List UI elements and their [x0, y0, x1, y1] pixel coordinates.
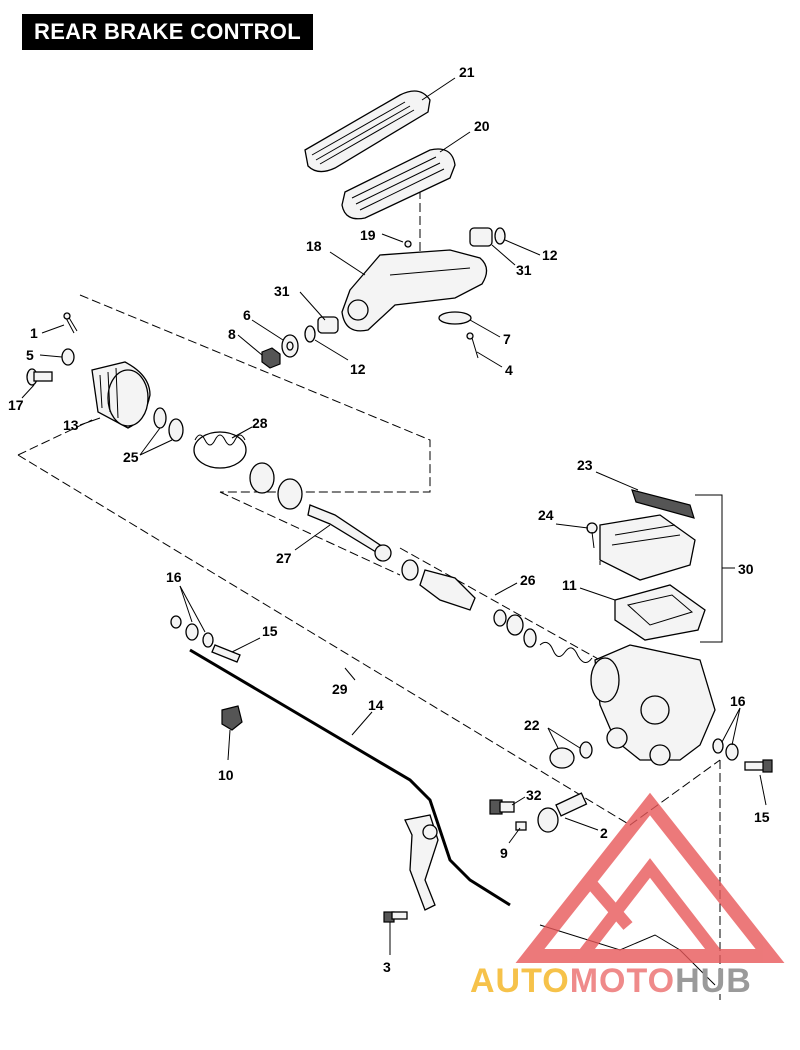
callout-25: 25	[123, 449, 139, 465]
watermark-text-hub: HUB	[675, 962, 752, 1000]
callout-32: 32	[526, 787, 542, 803]
callout-12-upper: 12	[542, 247, 558, 263]
part-12-ring-lower	[304, 325, 316, 343]
part-27-pushrod-assembly	[249, 462, 392, 562]
callout-20: 20	[474, 118, 490, 134]
callout-16-right: 16	[730, 693, 746, 709]
watermark-logo	[515, 792, 785, 963]
callout-12-lower: 12	[350, 361, 366, 377]
callout-14: 14	[368, 697, 384, 713]
part-22-plug	[549, 741, 593, 769]
part-5-washer	[61, 348, 75, 366]
callout-3: 3	[383, 959, 391, 975]
part-10-line-clip	[221, 705, 243, 731]
part-3-bolt	[383, 911, 408, 923]
watermark-text-auto: AUTO	[470, 962, 570, 1000]
callout-31-upper: 31	[516, 262, 532, 278]
callout-28: 28	[252, 415, 268, 431]
part-19-grease-fitting	[404, 240, 412, 248]
part-15-banjo-bolt-right	[744, 759, 773, 773]
callout-10: 10	[218, 767, 234, 783]
part-31-bushing-upper	[469, 227, 493, 247]
callout-6: 6	[243, 307, 251, 323]
callout-15-right: 15	[754, 809, 770, 825]
part-24-cover-screw	[586, 522, 598, 549]
part-21-pedal-pad-cover	[304, 90, 431, 173]
watermark-wordmark: AUTOMOTOHUB	[470, 962, 752, 1001]
part-18-brake-pedal-arm	[341, 249, 488, 332]
callout-2: 2	[600, 825, 608, 841]
watermark-text-moto: MOTO	[569, 962, 676, 1000]
part-28-spring	[193, 431, 247, 469]
callout-8: 8	[228, 326, 236, 342]
callout-11: 11	[562, 577, 577, 593]
part-30-reservoir-cover	[599, 514, 696, 581]
part-8-nut	[261, 347, 281, 369]
callout-30: 30	[738, 561, 754, 577]
part-25-retaining-ring-b	[168, 418, 184, 442]
part-1-cotter-pin	[63, 312, 78, 334]
callout-18: 18	[306, 238, 322, 254]
callout-9: 9	[500, 845, 508, 861]
part-7-washer	[438, 311, 472, 325]
part-23-cover-label	[631, 489, 695, 519]
part-17-clevis-pin	[26, 368, 53, 386]
callout-17: 17	[8, 397, 24, 413]
part-20-pedal-pad	[341, 148, 456, 220]
callout-22: 22	[524, 717, 540, 733]
callout-5: 5	[26, 347, 34, 363]
callout-29: 29	[332, 681, 348, 697]
part-16-washers-left	[170, 615, 214, 648]
part-11-cover-gasket	[614, 584, 706, 641]
callout-24: 24	[538, 507, 554, 523]
callout-7: 7	[503, 331, 511, 347]
part-32-brake-light-switch	[489, 799, 515, 815]
part-12-ring-upper	[494, 227, 506, 245]
callout-27: 27	[276, 550, 292, 566]
callout-23: 23	[577, 457, 593, 473]
callout-19: 19	[360, 227, 376, 243]
master-cylinder-body	[590, 644, 716, 766]
watermark-triangle-inner	[569, 858, 731, 962]
callout-1: 1	[30, 325, 38, 341]
callout-15-left: 15	[262, 623, 278, 639]
watermark-triangle-left	[525, 872, 633, 960]
callout-labels: 21 20 18 19 12 31 31 6 8 12 7 4 1 5 17 1…	[8, 64, 770, 975]
part-13-rubber-boot	[91, 361, 151, 429]
callout-4: 4	[505, 362, 513, 378]
callout-16-left: 16	[166, 569, 182, 585]
callout-31-lower: 31	[274, 283, 290, 299]
part-6-washer	[281, 334, 299, 358]
part-26-piston-assembly	[401, 559, 593, 663]
callout-21: 21	[459, 64, 475, 80]
part-31-bushing-lower	[317, 316, 339, 334]
part-15-banjo-bolt-left	[211, 644, 241, 663]
callout-26: 26	[520, 572, 536, 588]
diagram-title: REAR BRAKE CONTROL	[22, 14, 313, 50]
brake-line-bracket	[404, 814, 439, 911]
part-25-retaining-ring-a	[153, 407, 167, 429]
part-4-screw	[466, 332, 479, 359]
watermark-triangle-outer	[515, 792, 785, 963]
callout-13: 13	[63, 417, 79, 433]
part-16-washers-right	[712, 738, 739, 761]
callout-leader-lines	[21, 77, 767, 955]
part-2-banjo-fitting	[537, 792, 588, 833]
part-9-connector	[515, 821, 527, 831]
